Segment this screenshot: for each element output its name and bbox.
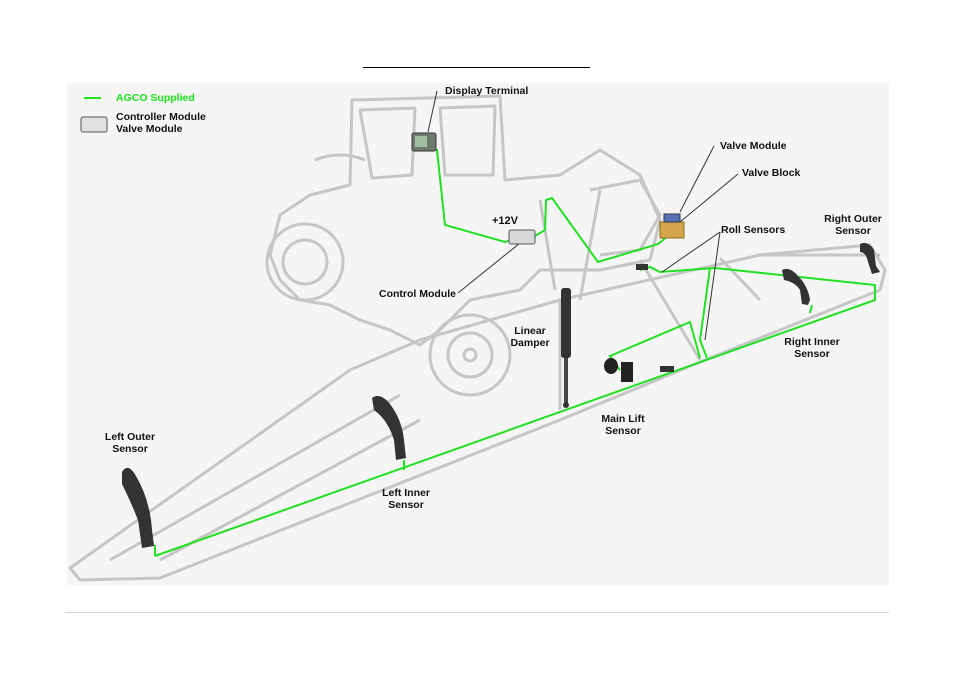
label-valve-module: Valve Module	[720, 140, 787, 152]
label-valve-block: Valve Block	[742, 167, 800, 179]
label-left-inner-sensor: Left Inner Sensor	[376, 487, 436, 511]
label-left-outer-sensor: Left Outer Sensor	[100, 431, 160, 455]
label-linear-damper-line1: Linear	[508, 325, 552, 337]
label-plus-12v: +12V	[492, 215, 518, 227]
roll-sensor-icon-1	[636, 264, 648, 270]
label-right-inner-sensor-line1: Right Inner	[780, 336, 844, 348]
label-left-outer-sensor-line1: Left Outer	[100, 431, 160, 443]
legend-valve-module: Valve Module	[116, 123, 183, 135]
label-linear-damper: Linear Damper	[508, 325, 552, 349]
label-right-outer-sensor: Right Outer Sensor	[820, 213, 886, 237]
label-right-outer-sensor-line2: Sensor	[820, 225, 886, 237]
label-left-inner-sensor-line2: Sensor	[376, 499, 436, 511]
label-control-module: Control Module	[379, 288, 456, 300]
roll-sensor-icon-2	[660, 366, 674, 372]
label-linear-damper-line2: Damper	[508, 337, 552, 349]
display-terminal-icon	[412, 133, 436, 151]
legend-controller-module: Controller Module	[116, 111, 206, 123]
left-outer-sensor-icon	[122, 468, 154, 548]
boom-frame	[70, 190, 885, 580]
linear-damper-icon	[561, 288, 571, 408]
label-main-lift-sensor-line2: Sensor	[595, 425, 651, 437]
valve-block-icon	[660, 214, 684, 238]
label-main-lift-sensor: Main Lift Sensor	[595, 413, 651, 437]
leader-lines	[428, 91, 738, 340]
main-lift-sensor-icon	[604, 358, 633, 382]
label-left-inner-sensor-line1: Left Inner	[376, 487, 436, 499]
label-display-terminal: Display Terminal	[445, 85, 528, 97]
left-rear-wheel	[267, 224, 343, 300]
label-left-outer-sensor-line2: Sensor	[100, 443, 160, 455]
label-main-lift-sensor-line1: Main Lift	[595, 413, 651, 425]
control-module-icon	[509, 230, 535, 244]
legend-agco-supplied: AGCO Supplied	[116, 92, 195, 104]
label-right-inner-sensor-line2: Sensor	[780, 348, 844, 360]
agco-harness	[155, 150, 875, 556]
tractor-outline	[270, 96, 660, 345]
label-roll-sensors: Roll Sensors	[721, 224, 785, 236]
label-right-inner-sensor: Right Inner Sensor	[780, 336, 844, 360]
footer-rule	[65, 612, 889, 613]
legend-module-icon	[81, 117, 107, 132]
left-inner-sensor-icon	[372, 396, 406, 460]
right-inner-sensor-icon	[782, 269, 810, 305]
label-right-outer-sensor-line1: Right Outer	[820, 213, 886, 225]
